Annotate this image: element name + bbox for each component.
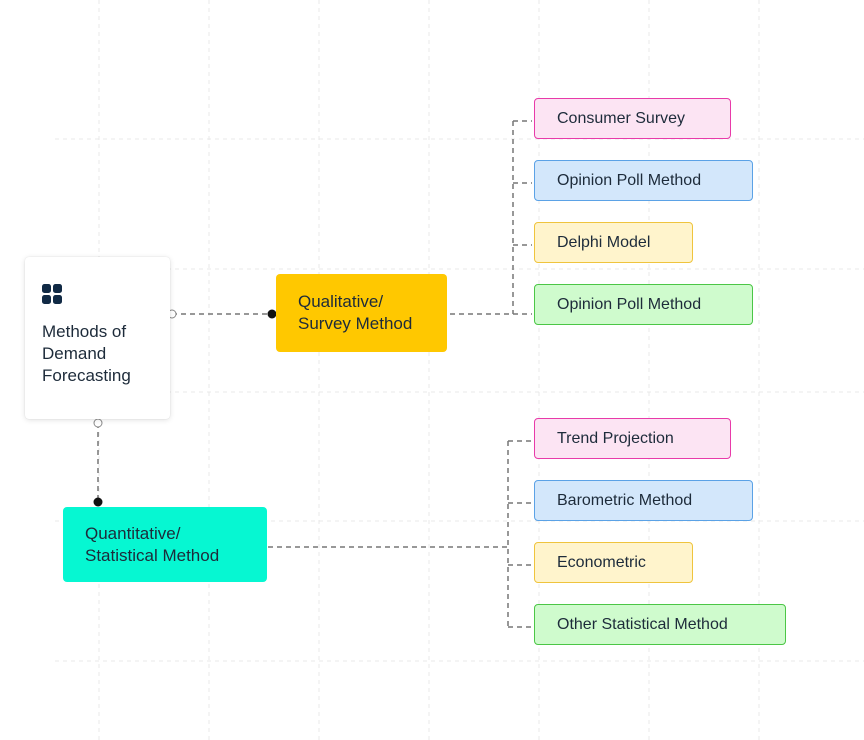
connector-handle-root-bottom[interactable]	[93, 418, 103, 428]
leaf-node-econometric[interactable]: Econometric	[534, 542, 693, 583]
leaf-node-label: Trend Projection	[557, 429, 674, 447]
leaf-node-label: Consumer Survey	[557, 109, 686, 127]
leaf-node-delphi-model[interactable]: Delphi Model	[534, 222, 693, 263]
leaf-node-opinion-poll-method[interactable]: Opinion Poll Method	[534, 160, 753, 201]
leaf-node-other-statistical-method[interactable]: Other Statistical Method	[534, 604, 786, 645]
leaf-node-label: Other Statistical Method	[557, 615, 728, 633]
leaf-node-opinion-poll-method-2[interactable]: Opinion Poll Method	[534, 284, 753, 325]
leaf-node-label: Opinion Poll Method	[557, 171, 702, 189]
connector-handle-quantitative-top[interactable]	[93, 497, 103, 507]
leaf-node-label: Delphi Model	[557, 233, 651, 251]
leaf-node-consumer-survey[interactable]: Consumer Survey	[534, 98, 731, 139]
root-node[interactable]: Methods of Demand Forecasting	[25, 257, 170, 419]
branch-node-label: Quantitative/ Statistical Method	[85, 523, 220, 565]
root-node-title: Methods of Demand Forecasting	[42, 322, 131, 385]
connector-qualitative-leaves	[450, 120, 532, 315]
leaf-node-label: Econometric	[557, 553, 646, 571]
leaf-node-barometric-method[interactable]: Barometric Method	[534, 480, 753, 521]
branch-node-quantitative[interactable]: Quantitative/ Statistical Method	[63, 507, 267, 582]
branch-node-qualitative[interactable]: Qualitative/ Survey Method	[276, 274, 447, 352]
connector-handle-qualitative-left[interactable]	[267, 309, 277, 319]
grid-icon	[42, 284, 63, 305]
leaf-node-trend-projection[interactable]: Trend Projection	[534, 418, 731, 459]
branch-node-label: Qualitative/ Survey Method	[298, 292, 413, 333]
connector-quantitative-leaves	[268, 440, 532, 628]
leaf-node-label: Barometric Method	[557, 491, 693, 509]
leaf-node-label: Opinion Poll Method	[557, 295, 702, 313]
